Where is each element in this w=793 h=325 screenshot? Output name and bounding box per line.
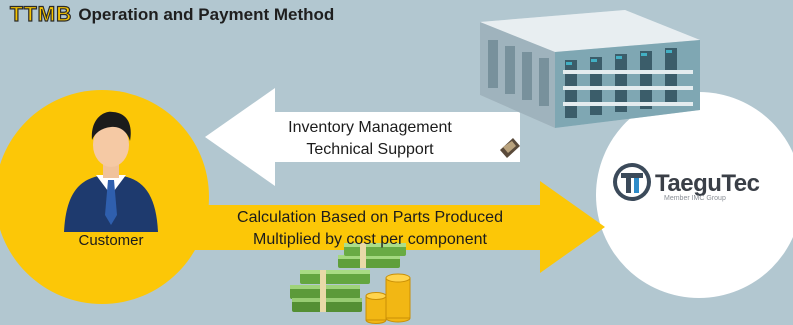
vending-machine-icon: [480, 10, 700, 128]
taegutec-brand: TaeguTec: [613, 170, 760, 198]
brand-name: TaeguTec: [655, 170, 760, 197]
brand-subtitle: Member IMC Group: [664, 195, 726, 202]
service-line-support: Technical Support: [306, 141, 434, 158]
arrow-to-taegutec: [140, 181, 605, 273]
cutting-insert-icon: [500, 138, 520, 158]
businessman-icon: [64, 111, 158, 232]
customer-label: Customer: [78, 232, 144, 249]
service-line-inventory: Inventory Management: [288, 119, 452, 136]
page-title: Operation and Payment Method: [78, 5, 335, 24]
taegutec-logo-icon: [613, 163, 651, 201]
service-label: Inventory Management Technical Support: [250, 117, 490, 161]
payment-label: Calculation Based on Parts Produced Mult…: [190, 207, 550, 251]
ttmb-logo: TTMB: [9, 3, 73, 26]
payment-line-calculation: Calculation Based on Parts Produced: [237, 209, 503, 226]
payment-line-multiplied: Multiplied by cost per component: [253, 231, 487, 248]
money-stack-icon: [290, 243, 411, 324]
arrow-to-customer: [205, 88, 520, 186]
page-header: TTMB Operation and Payment Method: [9, 3, 335, 27]
